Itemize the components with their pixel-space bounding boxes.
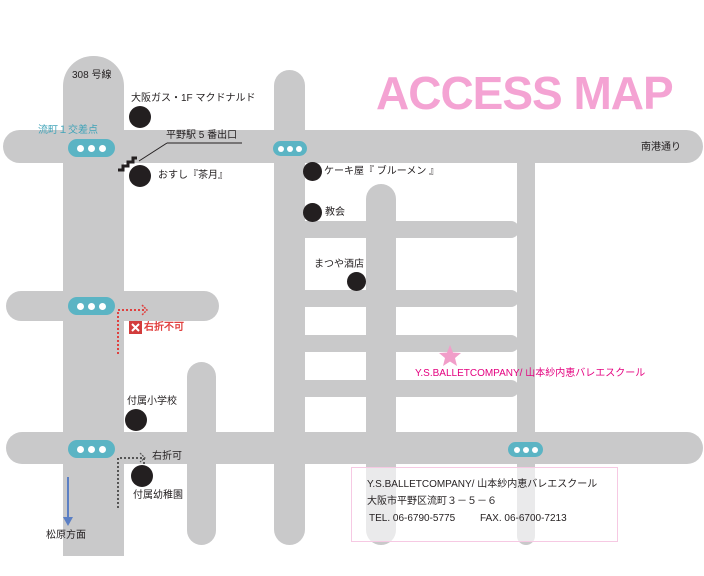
direction-arrow-icon [63, 477, 73, 526]
matsuya-label: まつや酒店 [314, 259, 364, 270]
road-bottom-horizontal [6, 432, 703, 464]
contact-info-box: Y.S.BALLETCOMPANY/ 山本紗内恵バレエスクール 大阪市平野区流町… [351, 467, 618, 542]
church-label: 教会 [325, 207, 345, 218]
matsubara-label: 松原方面 [46, 530, 86, 541]
landmark-pin [129, 106, 151, 128]
road-nanko-dori [3, 130, 703, 163]
route-308-label: 308 号線 [72, 70, 112, 81]
no-right-turn-arrow-icon [117, 304, 149, 354]
cake-shop-label: ケーキ屋『 ブルーメン 』 [324, 166, 440, 177]
destination-label: Y.S.BALLETCOMPANY/ 山本紗内恵バレエスクール [415, 368, 646, 379]
no-right-turn-label: 右折不可 [144, 322, 184, 333]
landmark-pin [129, 165, 151, 187]
elementary-school-label: 付属小学校 [127, 396, 177, 407]
landmark-pin [303, 162, 322, 181]
street-3 [300, 335, 519, 352]
info-phone-fax: TEL. 06-6790-5775 FAX. 06-6700-7213 [367, 510, 617, 527]
traffic-signal-icon [68, 139, 115, 157]
osushi-label: おすし『茶月』 [158, 170, 228, 181]
traffic-signal-icon [68, 297, 115, 315]
landmark-pin [303, 203, 322, 222]
traffic-signal-icon [68, 440, 115, 458]
kindergarten-label: 付属幼稚園 [133, 490, 183, 501]
street-4 [300, 380, 519, 397]
station-exit-stairs-icon [118, 142, 242, 172]
street-2 [300, 290, 519, 307]
hirano-exit-label: 平野駅 5 番出口 [166, 130, 238, 141]
info-fax: FAX. 06-6700-7213 [479, 513, 567, 524]
street-1 [300, 221, 519, 238]
info-tel: TEL. 06-6790-5775 [369, 513, 456, 524]
destination-star-icon [439, 345, 461, 366]
right-turn-ok-arrow-icon [117, 452, 146, 508]
right-turn-ok-label: 右折可 [152, 451, 182, 462]
landmark-pin [125, 409, 147, 431]
info-company-name: Y.S.BALLETCOMPANY/ 山本紗内恵バレエスクール [367, 479, 598, 490]
page-title: ACCESS MAP [376, 67, 674, 119]
nanko-dori-label: 南港通り [641, 142, 681, 153]
landmark-pin [131, 465, 153, 487]
info-address: 大阪市平野区流町３－５－６ [367, 496, 497, 507]
no-entry-x-icon [129, 321, 142, 334]
traffic-signal-icon [273, 141, 307, 156]
osaka-gas-label: 大阪ガス・1F マクドナルド [131, 93, 256, 104]
traffic-signal-icon [508, 442, 543, 457]
landmark-pin [347, 272, 366, 291]
ryumachi-intersection-label: 流町１交差点 [38, 125, 98, 136]
